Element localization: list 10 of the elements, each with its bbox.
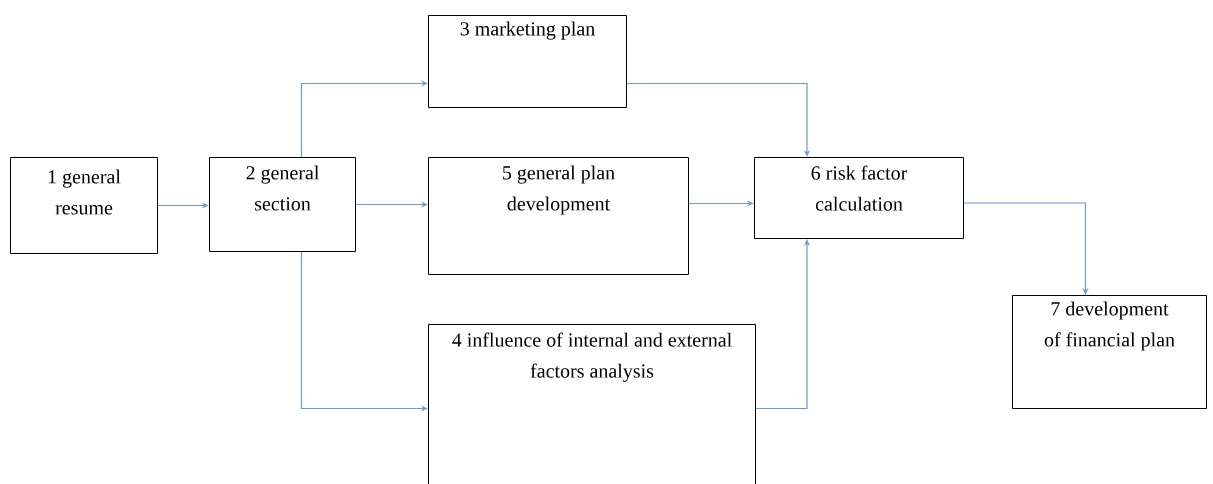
process-box: 7 development of financial plan xyxy=(1012,295,1207,409)
process-box: 2 general section xyxy=(209,157,356,252)
process-box: 5 general plan development xyxy=(428,157,689,275)
process-box: 1 general resume xyxy=(10,157,158,254)
process-box: 6 risk factor calculation xyxy=(754,157,964,239)
process-box: 4 influence of internal and external factors analysis xyxy=(428,324,756,484)
process-box: 3 marketing plan xyxy=(428,15,627,108)
arrow xyxy=(626,82,811,157)
arrow xyxy=(963,202,1089,295)
arrow xyxy=(300,80,428,158)
